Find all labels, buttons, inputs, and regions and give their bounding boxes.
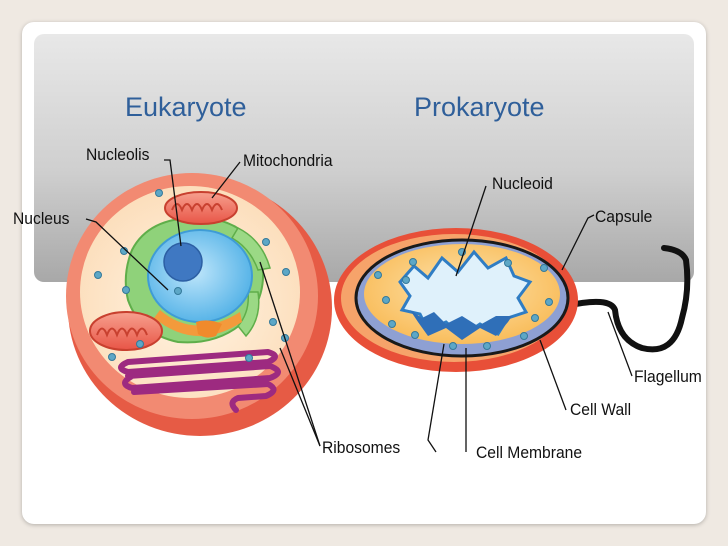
eukaryote-title: Eukaryote (125, 92, 247, 122)
golgi-apparatus (118, 349, 281, 413)
leader-lines (85, 159, 633, 453)
eukaryote-cell (66, 173, 332, 436)
mitochondrion-left (89, 311, 163, 351)
label-ribosomes: Ribosomes (322, 438, 401, 457)
nucleus (147, 229, 253, 323)
prokaryote-title: Prokaryote (414, 92, 545, 122)
mitochondrion-top (164, 191, 238, 225)
flagellum (563, 245, 691, 353)
label-cell-membrane: Cell Membrane (476, 443, 583, 462)
nucleolus (163, 242, 203, 282)
label-mitochondria: Mitochondria (243, 151, 333, 170)
label-flagellum: Flagellum (634, 367, 702, 386)
eukaryote-ribosomes (94, 189, 290, 362)
label-nucleoid: Nucleoid (492, 174, 553, 193)
prokaryote-cell (334, 228, 691, 372)
prokaryote-ribosomes (374, 248, 553, 350)
label-nucleus: Nucleus (13, 209, 70, 228)
golgi-body (196, 320, 222, 338)
label-capsule: Capsule (595, 207, 653, 226)
nuclear-envelope (154, 310, 242, 337)
label-nucleolis: Nucleolis (86, 145, 150, 164)
label-cell-wall: Cell Wall (570, 400, 632, 419)
